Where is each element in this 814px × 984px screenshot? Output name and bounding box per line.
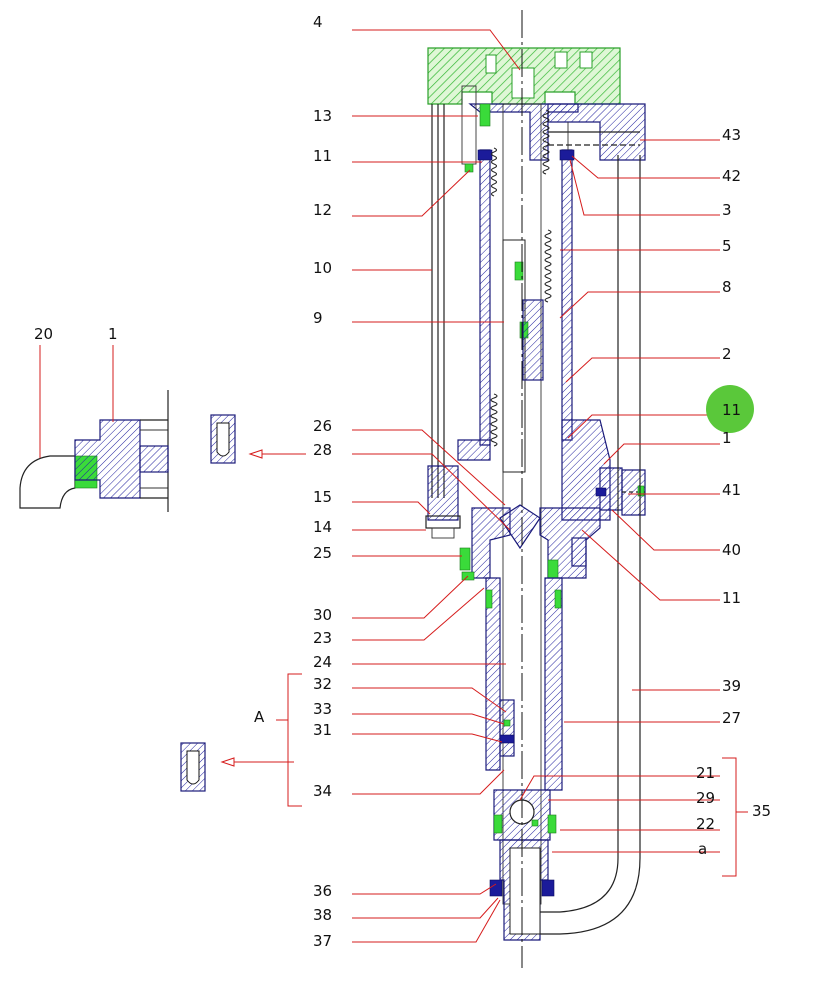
label-11-upper: 11: [313, 147, 332, 165]
label-A: A: [254, 708, 265, 726]
label-29: 29: [696, 789, 715, 807]
label-22: 22: [696, 815, 715, 833]
label-32: 32: [313, 675, 332, 693]
label-13: 13: [313, 107, 332, 125]
label-12: 12: [313, 201, 332, 219]
label-38: 38: [313, 906, 332, 924]
label-36: 36: [313, 882, 332, 900]
label-30: 30: [313, 606, 332, 624]
label-41: 41: [722, 481, 741, 499]
label-3: 3: [722, 201, 732, 219]
label-5: 5: [722, 237, 732, 255]
label-23: 23: [313, 629, 332, 647]
label-11-right: 11: [722, 401, 741, 419]
label-28: 28: [313, 441, 332, 459]
label-31: 31: [313, 721, 332, 739]
label-37: 37: [313, 932, 332, 950]
u-seal-detail-upper: [210, 414, 306, 464]
label-10: 10: [313, 259, 332, 277]
label-26: 26: [313, 417, 332, 435]
label-15: 15: [313, 488, 332, 506]
label-27: 27: [722, 709, 741, 727]
label-14: 14: [313, 518, 332, 536]
highlight-marker: [706, 385, 754, 433]
label-39: 39: [722, 677, 741, 695]
upper-spring-right: [542, 109, 550, 175]
label-1: 1: [722, 429, 732, 447]
u-seal-detail-lower: [180, 742, 294, 792]
pump-head-green: [427, 47, 621, 105]
label-9: 9: [313, 309, 323, 327]
label-a: a: [698, 840, 707, 858]
leader-lines: [276, 29, 748, 943]
label-24: 24: [313, 653, 332, 671]
label-4: 4: [313, 13, 323, 31]
label-detail-20: 20: [34, 325, 53, 343]
middle-spring: [544, 229, 552, 303]
label-35: 35: [752, 802, 771, 820]
label-33: 33: [313, 700, 332, 718]
label-21: 21: [696, 764, 715, 782]
label-8: 8: [722, 278, 732, 296]
label-25: 25: [313, 544, 332, 562]
label-2: 2: [722, 345, 732, 363]
detail-elbow-view: [19, 345, 169, 512]
lower-spring: [490, 393, 498, 447]
label-34: 34: [313, 782, 332, 800]
label-42: 42: [722, 167, 741, 185]
label-40: 40: [722, 541, 741, 559]
label-detail-1: 1: [108, 325, 118, 343]
label-11-lower: 11: [722, 589, 741, 607]
upper-spring-left: [490, 147, 498, 197]
label-43: 43: [722, 126, 741, 144]
